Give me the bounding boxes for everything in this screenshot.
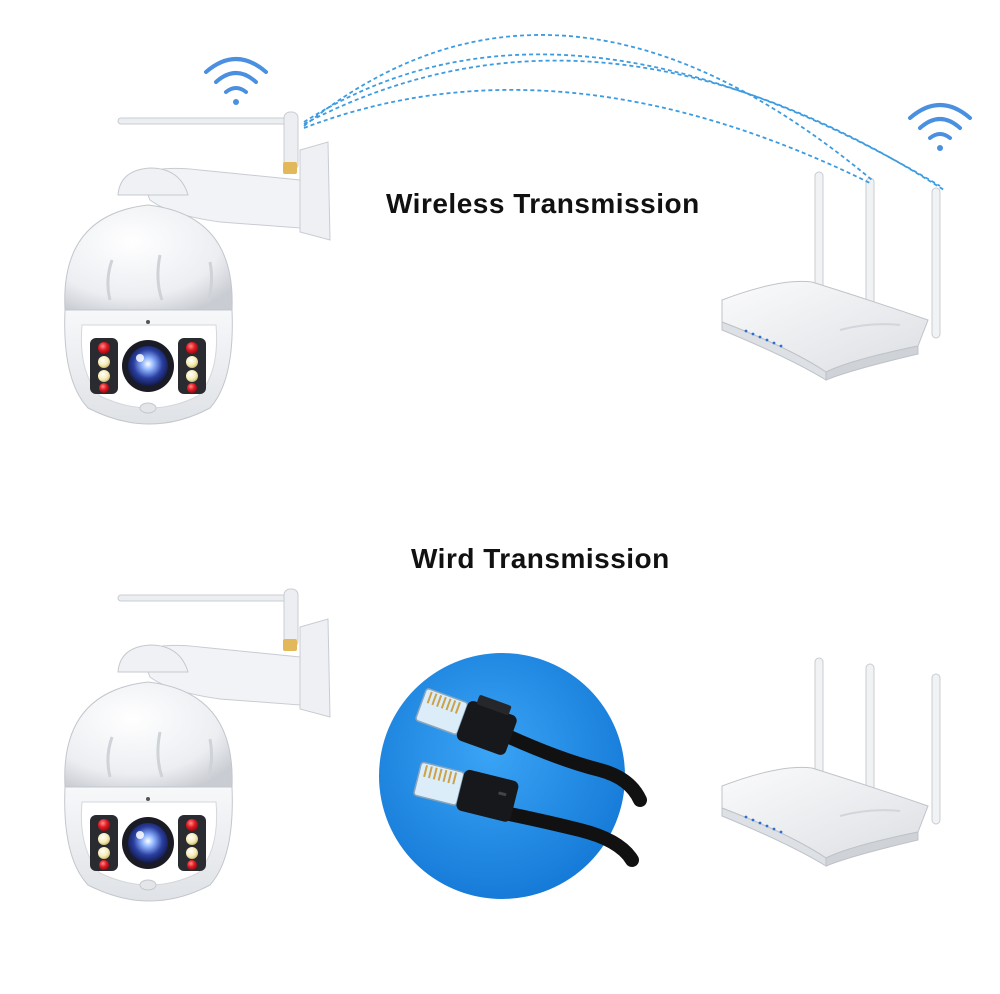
signal-arcs [303, 34, 945, 191]
ethernet-cable-illustration [379, 653, 647, 899]
wired-transmission-caption: Wird Transmission [411, 543, 670, 574]
router-illustration [721, 171, 941, 381]
camera-illustration-wired [63, 587, 332, 903]
wifi-icon [204, 57, 268, 107]
wifi-icon [908, 103, 972, 153]
wireless-transmission-caption: Wireless Transmission [386, 188, 700, 219]
router-illustration-wired [721, 657, 941, 867]
camera-illustration [63, 110, 332, 426]
